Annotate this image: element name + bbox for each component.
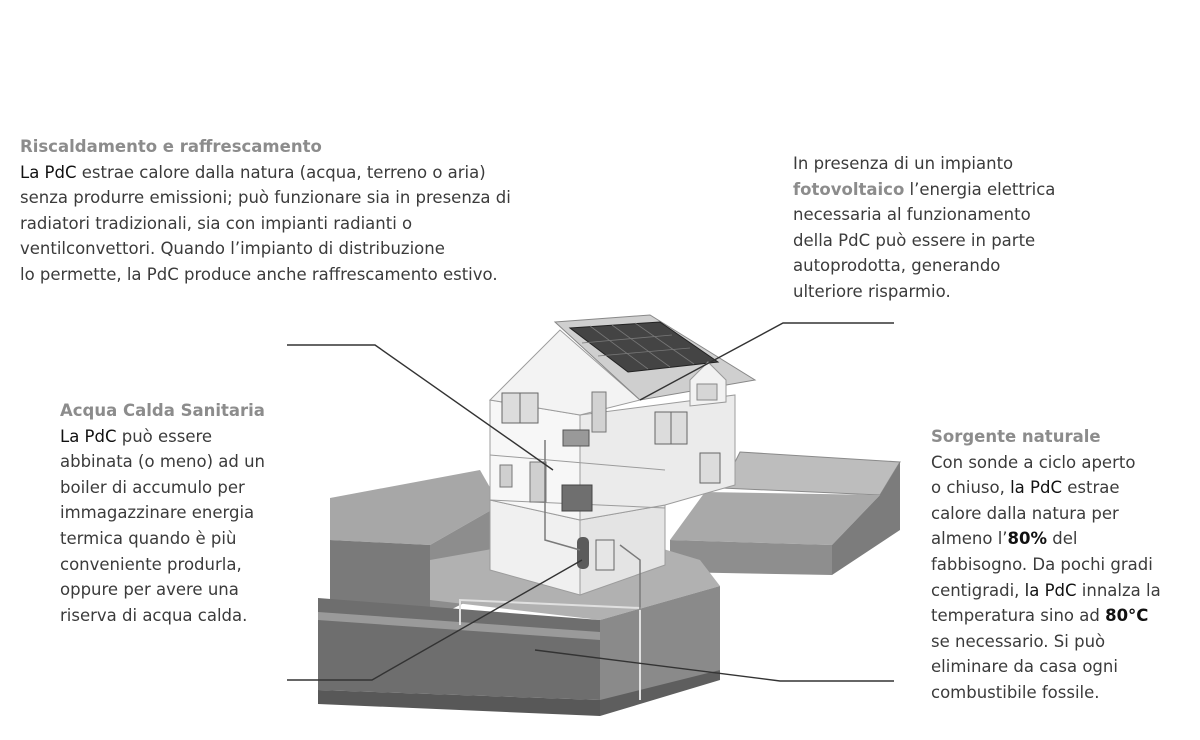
dhw-line: abbinata (o meno) ad un xyxy=(60,452,266,472)
source-line: almeno l’80% del xyxy=(931,526,1191,552)
pv-line: necessaria al funzionamento xyxy=(793,205,1031,225)
dhw-line: immagazzinare energia xyxy=(60,503,255,523)
leader-line-pv xyxy=(639,322,894,401)
photovoltaic-block: In presenza di un impianto fotovoltaico … xyxy=(793,151,1123,305)
pdc-label: la PdC xyxy=(1010,478,1062,498)
source-text-4a: almeno l’ xyxy=(931,529,1008,549)
pv-line: fotovoltaico l’energia elettrica xyxy=(793,177,1123,203)
source-line: combustibile fossile. xyxy=(931,682,1100,702)
pv-line: autoprodotta, generando xyxy=(793,256,1001,276)
source-text-2b: estrae xyxy=(1061,478,1120,498)
pv-highlight: fotovoltaico xyxy=(793,179,905,199)
dhw-line: conveniente produrla, xyxy=(60,554,242,574)
source-text-2a: o chiuso, xyxy=(931,478,1011,498)
source-line: fabbisogno. Da pochi gradi xyxy=(931,554,1153,574)
source-line: temperatura sino ad 80°C xyxy=(931,603,1191,629)
ground-block-back-right xyxy=(670,451,901,575)
leader-line-dhw xyxy=(287,559,583,681)
dhw-line: La PdC può essere xyxy=(60,424,300,450)
dhw-line: oppure per avere una xyxy=(60,580,239,600)
source-text-6b: innalza la xyxy=(1076,580,1161,600)
source-text-4b: del xyxy=(1047,529,1078,549)
temperature-value: 80°C xyxy=(1105,606,1149,626)
source-text-7a: temperatura sino ad xyxy=(931,606,1106,626)
source-line: centigradi, la PdC innalza la xyxy=(931,578,1191,604)
hot-water-title: Acqua Calda Sanitaria xyxy=(60,401,265,420)
dhw-line: riserva di acqua calda. xyxy=(60,605,248,625)
source-line: o chiuso, la PdC estrae xyxy=(931,475,1191,501)
dhw-line: termica quando è più xyxy=(60,528,237,548)
natural-source-block: Sorgente naturale Con sonde a ciclo aper… xyxy=(931,424,1191,706)
pv-line: In presenza di un impianto xyxy=(793,154,1014,173)
hot-water-block: Acqua Calda Sanitaria La PdC può essere … xyxy=(60,398,300,628)
heating-line: senza produrre emissioni; può funzionare… xyxy=(20,188,511,208)
source-line: eliminare da casa ogni xyxy=(931,657,1118,677)
leader-line-source xyxy=(534,649,894,682)
source-line: se necessario. Si può xyxy=(931,631,1106,651)
heating-cooling-block: Riscaldamento e raffrescamento La PdC es… xyxy=(20,134,580,288)
dhw-line: boiler di accumulo per xyxy=(60,477,245,497)
heating-line: lo permette, la PdC produce anche raffre… xyxy=(20,264,498,284)
pdc-label: la PdC xyxy=(1024,580,1077,600)
pv-line: ulteriore risparmio. xyxy=(793,281,951,301)
percentage-value: 80% xyxy=(1007,529,1048,549)
dhw-text-1: può essere xyxy=(116,426,213,446)
natural-source-title: Sorgente naturale xyxy=(931,427,1101,446)
heating-text-1: estrae calore dalla natura (acqua, terre… xyxy=(76,162,486,182)
source-text-6a: centigradi, xyxy=(931,580,1025,600)
leader-line-heating xyxy=(287,344,554,471)
source-line: Con sonde a ciclo aperto xyxy=(931,452,1136,472)
heating-line: ventilconvettori. Quando l’impianto di d… xyxy=(20,239,445,259)
pv-line: della PdC può essere in parte xyxy=(793,230,1036,250)
house xyxy=(488,314,757,610)
pdc-label: La PdC xyxy=(20,162,77,182)
pdc-label: La PdC xyxy=(60,426,117,446)
leader-lines xyxy=(287,322,894,682)
heating-line: radiatori tradizionali, sia con impianti… xyxy=(20,213,413,233)
heating-cooling-title: Riscaldamento e raffrescamento xyxy=(20,137,322,156)
source-line: calore dalla natura per xyxy=(931,503,1119,523)
heating-line: La PdC estrae calore dalla natura (acqua… xyxy=(20,160,580,186)
pv-text-2: l’energia elettrica xyxy=(904,179,1056,199)
